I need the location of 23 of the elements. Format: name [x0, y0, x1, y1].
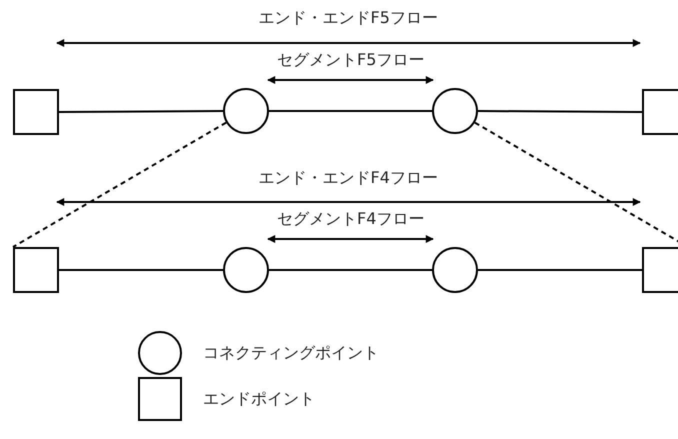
line [269, 269, 432, 271]
end-point-square [13, 247, 59, 293]
flow-label: エンド・エンドF4フロー [258, 168, 438, 189]
line [269, 110, 432, 112]
legend-text: エンドポイント [203, 389, 315, 410]
connecting-point-circle [432, 247, 478, 293]
double-arrow [267, 235, 434, 243]
flow-label: エンド・エンドF5フロー [258, 8, 438, 29]
line [478, 269, 642, 271]
end-point-square [642, 89, 678, 135]
dashed-line [12, 122, 227, 248]
line [59, 269, 223, 271]
legend-text: コネクティングポイント [203, 343, 379, 364]
line [478, 110, 642, 113]
end-point-square [13, 89, 59, 135]
line [59, 110, 223, 113]
connecting-point-circle [432, 88, 478, 134]
connecting-point-circle [223, 247, 269, 293]
end-point-square [642, 247, 678, 293]
edge-label: セグメントF5フロー [277, 50, 424, 71]
double-arrow [267, 76, 434, 84]
edge-label: セグメントF4フロー [277, 209, 424, 230]
connecting-point-circle [223, 88, 269, 134]
